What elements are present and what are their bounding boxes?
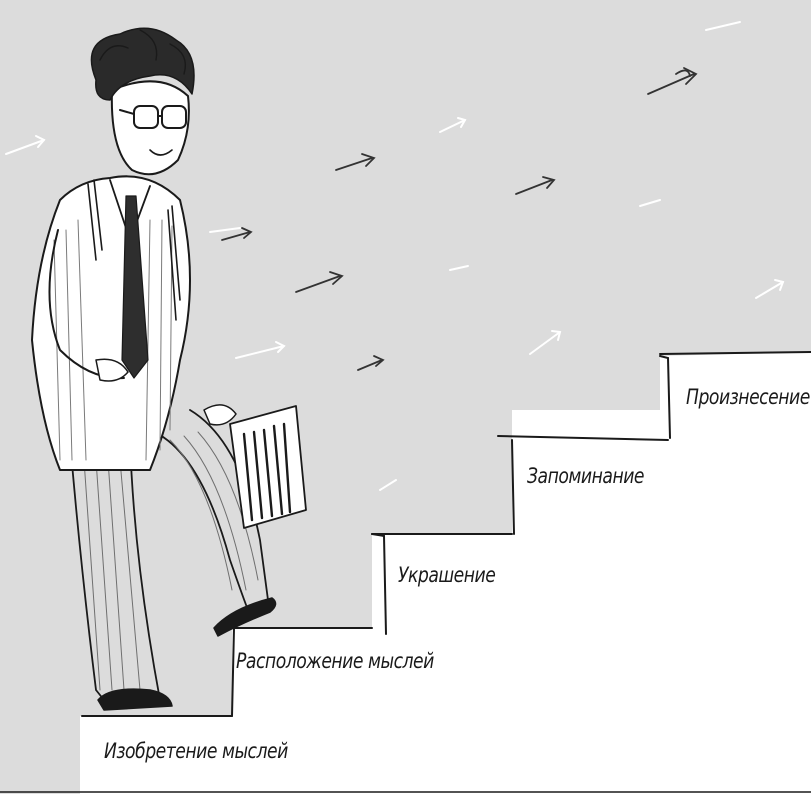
step-label-delivery: Произнесение — [686, 387, 810, 408]
step-label-style: Украшение — [398, 565, 495, 586]
step-label-arrangement: Расположение мыслей — [236, 651, 434, 672]
step-label-memory: Запоминание — [527, 466, 644, 487]
folder — [230, 406, 306, 528]
step-label-invention: Изобретение мыслей — [104, 741, 288, 762]
